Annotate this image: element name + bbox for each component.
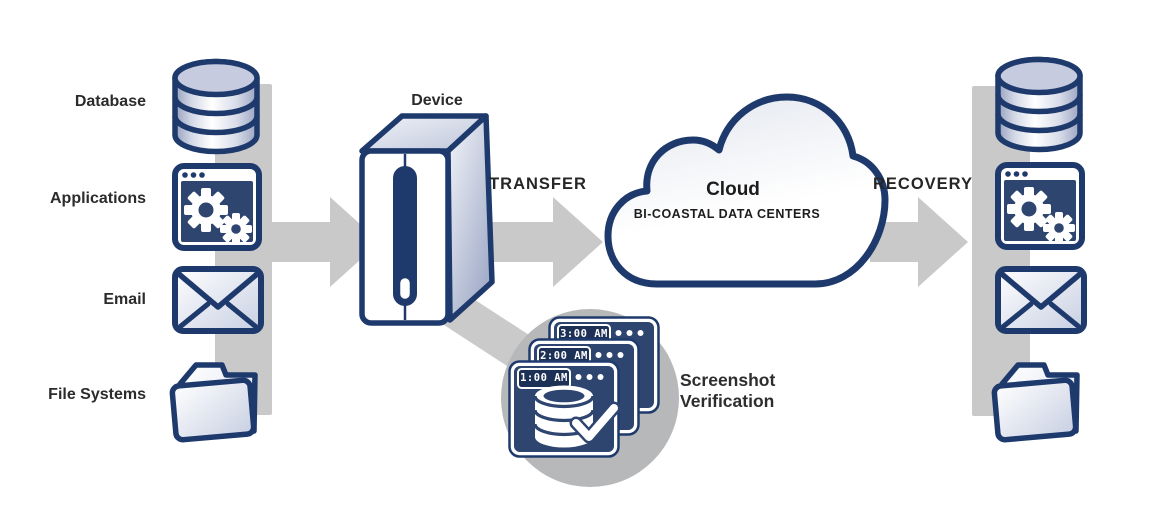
source-email-icon: [175, 269, 261, 331]
label-applications: Applications: [49, 190, 146, 207]
device-icon: [359, 113, 495, 326]
recovery-arrow: [870, 197, 968, 287]
timestamp-badge-3am: 3:00 AM: [560, 328, 608, 340]
target-applications-icon: [998, 165, 1082, 247]
target-email-icon: [998, 269, 1084, 331]
cloud-icon: [604, 93, 889, 288]
target-filesystem-icon: [994, 365, 1077, 440]
label-database: Database: [74, 93, 146, 110]
verification-label-line1: Screenshot: [680, 370, 776, 390]
label-email: Email: [103, 291, 146, 308]
checkmark-icon: [569, 401, 621, 444]
timestamp-badge-2am: 2:00 AM: [540, 350, 588, 362]
source-filesystem-icon: [172, 365, 255, 440]
transfer-arrow: [487, 197, 603, 287]
verification-label-line2: Verification: [680, 391, 775, 411]
cloud-title: Cloud: [706, 179, 760, 200]
device-label: Device: [411, 92, 463, 109]
source-applications-icon: [175, 166, 259, 248]
timestamp-badge-1am: 1:00 AM: [520, 372, 568, 384]
ingest-arrow: [266, 197, 380, 287]
cloud-subtitle: BI-COASTAL DATA CENTERS: [633, 207, 821, 221]
recovery-label: RECOVERY: [873, 175, 973, 193]
transfer-label: TRANSFER: [489, 175, 587, 193]
source-database-icon: [175, 62, 257, 152]
label-filesystems: File Systems: [48, 386, 146, 403]
verification-label: Screenshot Verification: [680, 370, 775, 412]
target-database-icon: [998, 60, 1080, 150]
